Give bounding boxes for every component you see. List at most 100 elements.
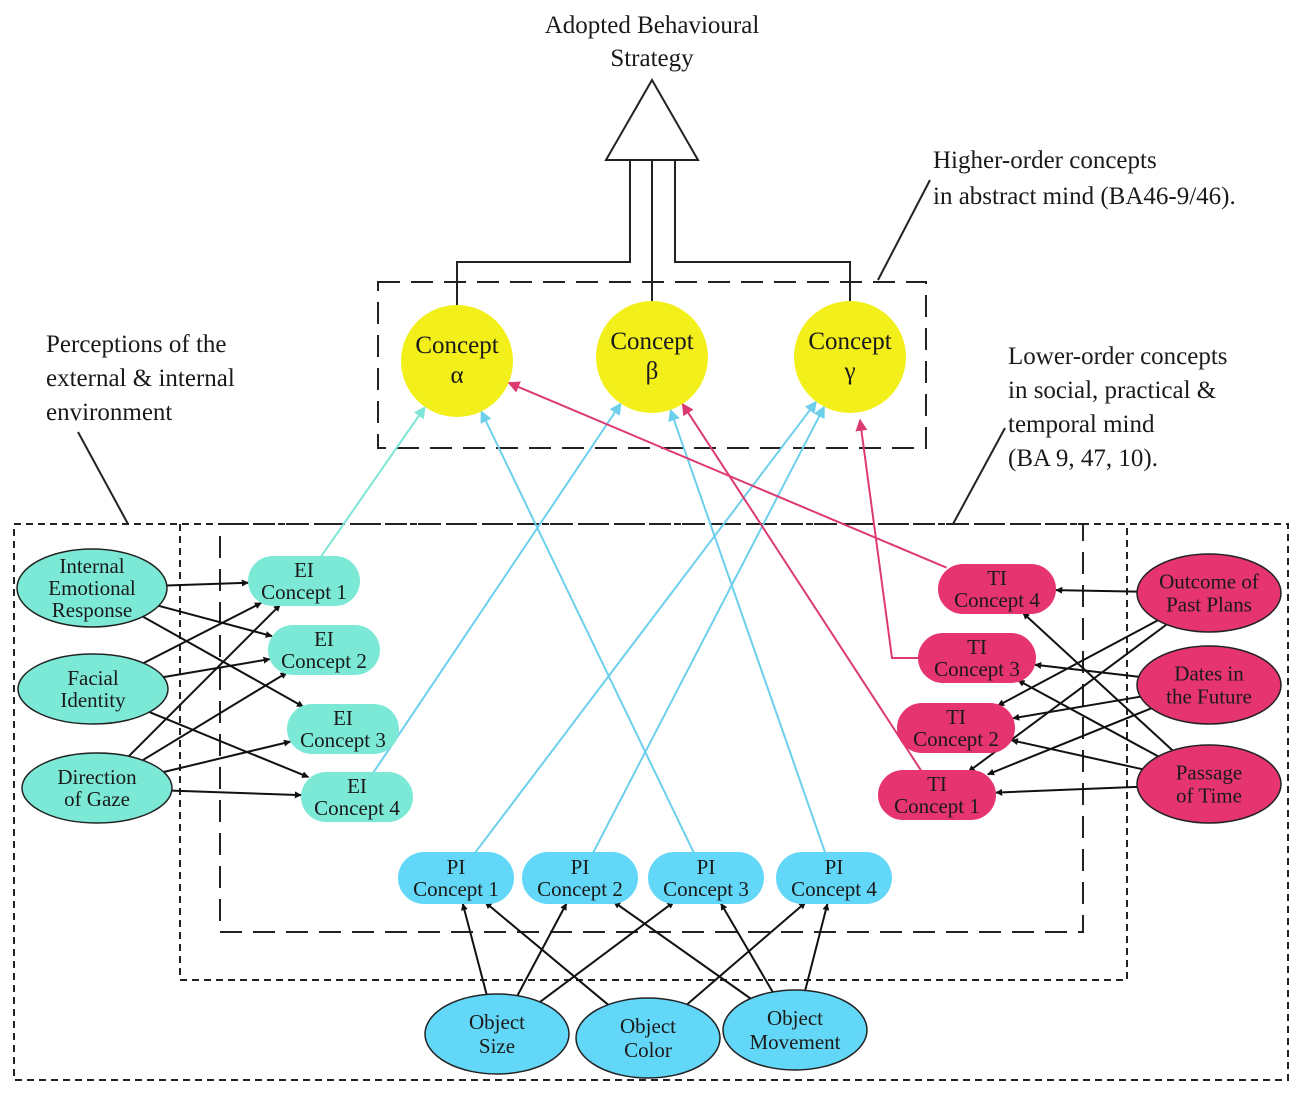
annotation-perceptions: Perceptions of the external & internal e… [46, 331, 235, 525]
node-ti1-shape [878, 770, 996, 820]
node-pi2-label-0: PI [571, 855, 590, 879]
node-ti1-label-1: Concept 1 [894, 794, 980, 818]
node-ti4-label-1: Concept 4 [954, 588, 1040, 612]
node-internal-label-2: Response [52, 598, 133, 622]
node-movement-label-1: Movement [750, 1030, 841, 1054]
node-color-shape [575, 997, 721, 1079]
edge-facial-to-ei4 [149, 711, 310, 779]
node-outcome-label-1: Past Plans [1166, 593, 1252, 617]
edge-facial-to-ei1 [143, 602, 262, 664]
node-pi1-label-0: PI [447, 855, 466, 879]
node-ei3-label-1: Concept 3 [300, 728, 386, 752]
edge-gaze-to-ei4 [171, 789, 302, 799]
inner-boundary-box [179, 524, 1128, 981]
node-pi4-label-0: PI [825, 855, 844, 879]
node-pi3-shape [648, 852, 764, 904]
node-color-label-0: Object [620, 1014, 676, 1038]
node-ei1-shape [248, 556, 360, 606]
edge-gaze-to-ei1 [127, 604, 281, 758]
node-ei4-label-1: Concept 4 [314, 796, 400, 820]
annotation-lower-order: Lower-order concepts in social, practica… [952, 343, 1228, 525]
edge-ti4-to-alpha [507, 381, 947, 569]
node-ti1-label-0: TI [927, 772, 947, 796]
node-dates-label-1: the Future [1166, 685, 1252, 709]
edge-ti1-to-beta [681, 402, 922, 771]
edge-internal-to-ei1 [166, 579, 249, 587]
node-facial-label-1: Identity [60, 688, 126, 712]
edge-ei4-to-beta [372, 402, 622, 774]
edge-pi3-to-alpha [480, 410, 695, 853]
node-outcome-shape [1136, 553, 1282, 633]
node-ti2-label-1: Concept 2 [913, 727, 999, 751]
title-line-1: Adopted Behavioural [545, 12, 760, 39]
edge-movement-to-pi3 [720, 902, 774, 993]
node-passage-label-0: Passage [1176, 761, 1243, 785]
node-ti2-shape [897, 703, 1015, 753]
title-line-2: Strategy [610, 45, 694, 72]
edge-movement-to-pi2 [613, 901, 752, 1000]
node-ti3-label-0: TI [967, 635, 987, 659]
node-ei2-shape [268, 625, 380, 675]
node-alpha-label-1: α [450, 362, 463, 389]
lower-order-box [219, 523, 1084, 933]
edge-internal-to-ei2 [158, 604, 273, 638]
node-color-label-1: Color [624, 1038, 672, 1062]
edge-outcome-to-ti4 [1055, 586, 1138, 594]
node-ei3-shape [287, 704, 399, 754]
node-gamma-shape [794, 301, 906, 413]
svg-text:environment: environment [46, 399, 172, 426]
node-size-shape [424, 993, 570, 1075]
strategy-stem-lines [456, 160, 851, 305]
svg-text:external & internal: external & internal [46, 365, 235, 392]
node-gaze-label-0: Direction [57, 765, 137, 789]
node-ti2-label-0: TI [946, 705, 966, 729]
edge-ei1-to-alpha [320, 406, 426, 558]
node-gaze-shape [21, 752, 173, 824]
edge-passage-to-ti4 [1022, 612, 1174, 752]
edge-layer [127, 381, 1174, 1006]
strategy-triangle [604, 77, 700, 161]
node-internal-shape [16, 548, 168, 628]
edge-dates-to-ti2 [1012, 695, 1141, 721]
edge-pi4-to-beta [668, 408, 826, 853]
node-movement-label-0: Object [767, 1006, 823, 1030]
edge-pi2-to-gamma [592, 405, 826, 853]
node-size-label-1: Size [479, 1034, 515, 1058]
node-ti3-shape [918, 633, 1036, 683]
node-outcome-label-0: Outcome of [1159, 570, 1259, 594]
edge-movement-to-pi4 [804, 903, 830, 991]
node-pi2-shape [522, 852, 638, 904]
node-internal-label-0: Internal [59, 554, 124, 578]
svg-text:in abstract mind (BA46-9/46).: in abstract mind (BA46-9/46). [933, 183, 1236, 210]
node-ti4-shape [938, 564, 1056, 614]
svg-text:Higher-order concepts: Higher-order concepts [933, 147, 1157, 174]
node-facial-label-0: Facial [67, 666, 118, 690]
node-ei3-label-0: EI [333, 706, 353, 730]
outer-boundary-box [13, 523, 1289, 1081]
node-pi4-shape [776, 852, 892, 904]
node-pi1-label-1: Concept 1 [413, 877, 499, 901]
node-internal-label-1: Emotional [48, 576, 136, 600]
node-pi3-label-0: PI [697, 855, 716, 879]
node-ei1-label-0: EI [294, 558, 314, 582]
edge-passage-to-ti3 [1017, 679, 1159, 758]
